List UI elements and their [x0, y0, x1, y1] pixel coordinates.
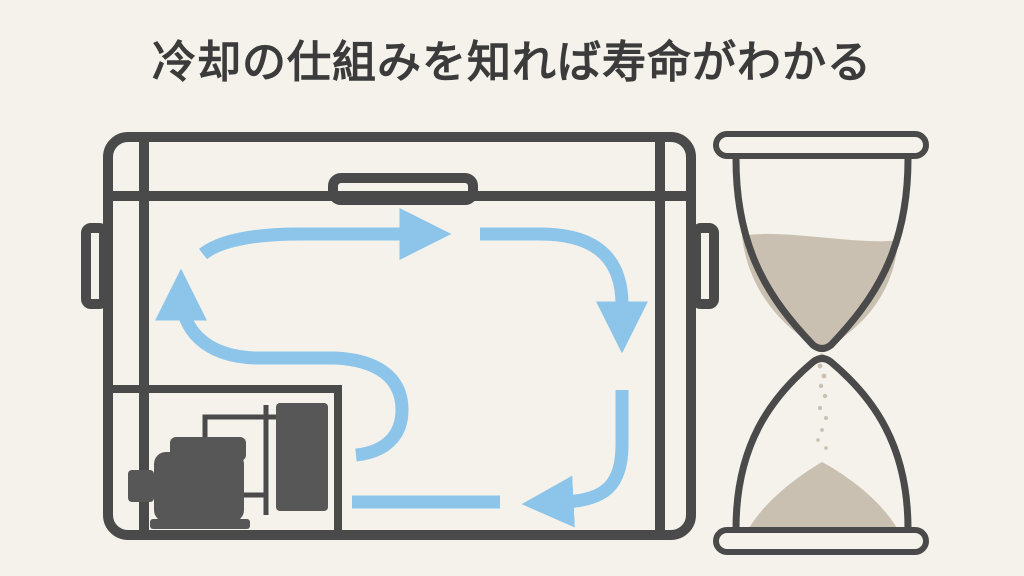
cooler-box-icon — [81, 132, 719, 540]
cooler-handle — [328, 173, 478, 205]
compressor-icon — [128, 403, 328, 529]
hourglass-icon — [713, 131, 929, 555]
airflow-arrow-right-bottom — [521, 390, 629, 528]
airflow-arrow-left-up — [155, 268, 409, 462]
hourglass-sand-top — [742, 233, 898, 350]
falling-sand — [816, 353, 828, 450]
airflow-arrow-top — [198, 208, 452, 260]
hourglass-glass — [732, 155, 912, 533]
page-title: 冷却の仕組みを知れば寿命がわかる — [152, 37, 872, 88]
compressor-compartment — [112, 385, 342, 535]
hourglass-cap-bottom — [713, 527, 929, 555]
cooler-side-handle-right — [691, 223, 719, 309]
cooler-body — [103, 132, 696, 540]
cooler-side-handle-left — [81, 223, 109, 309]
airflow-arrow-icon — [155, 208, 648, 528]
hourglass-sand-bottom — [749, 462, 897, 528]
hourglass-cap-top — [713, 131, 929, 159]
airflow-arrow-right-down — [480, 227, 648, 354]
